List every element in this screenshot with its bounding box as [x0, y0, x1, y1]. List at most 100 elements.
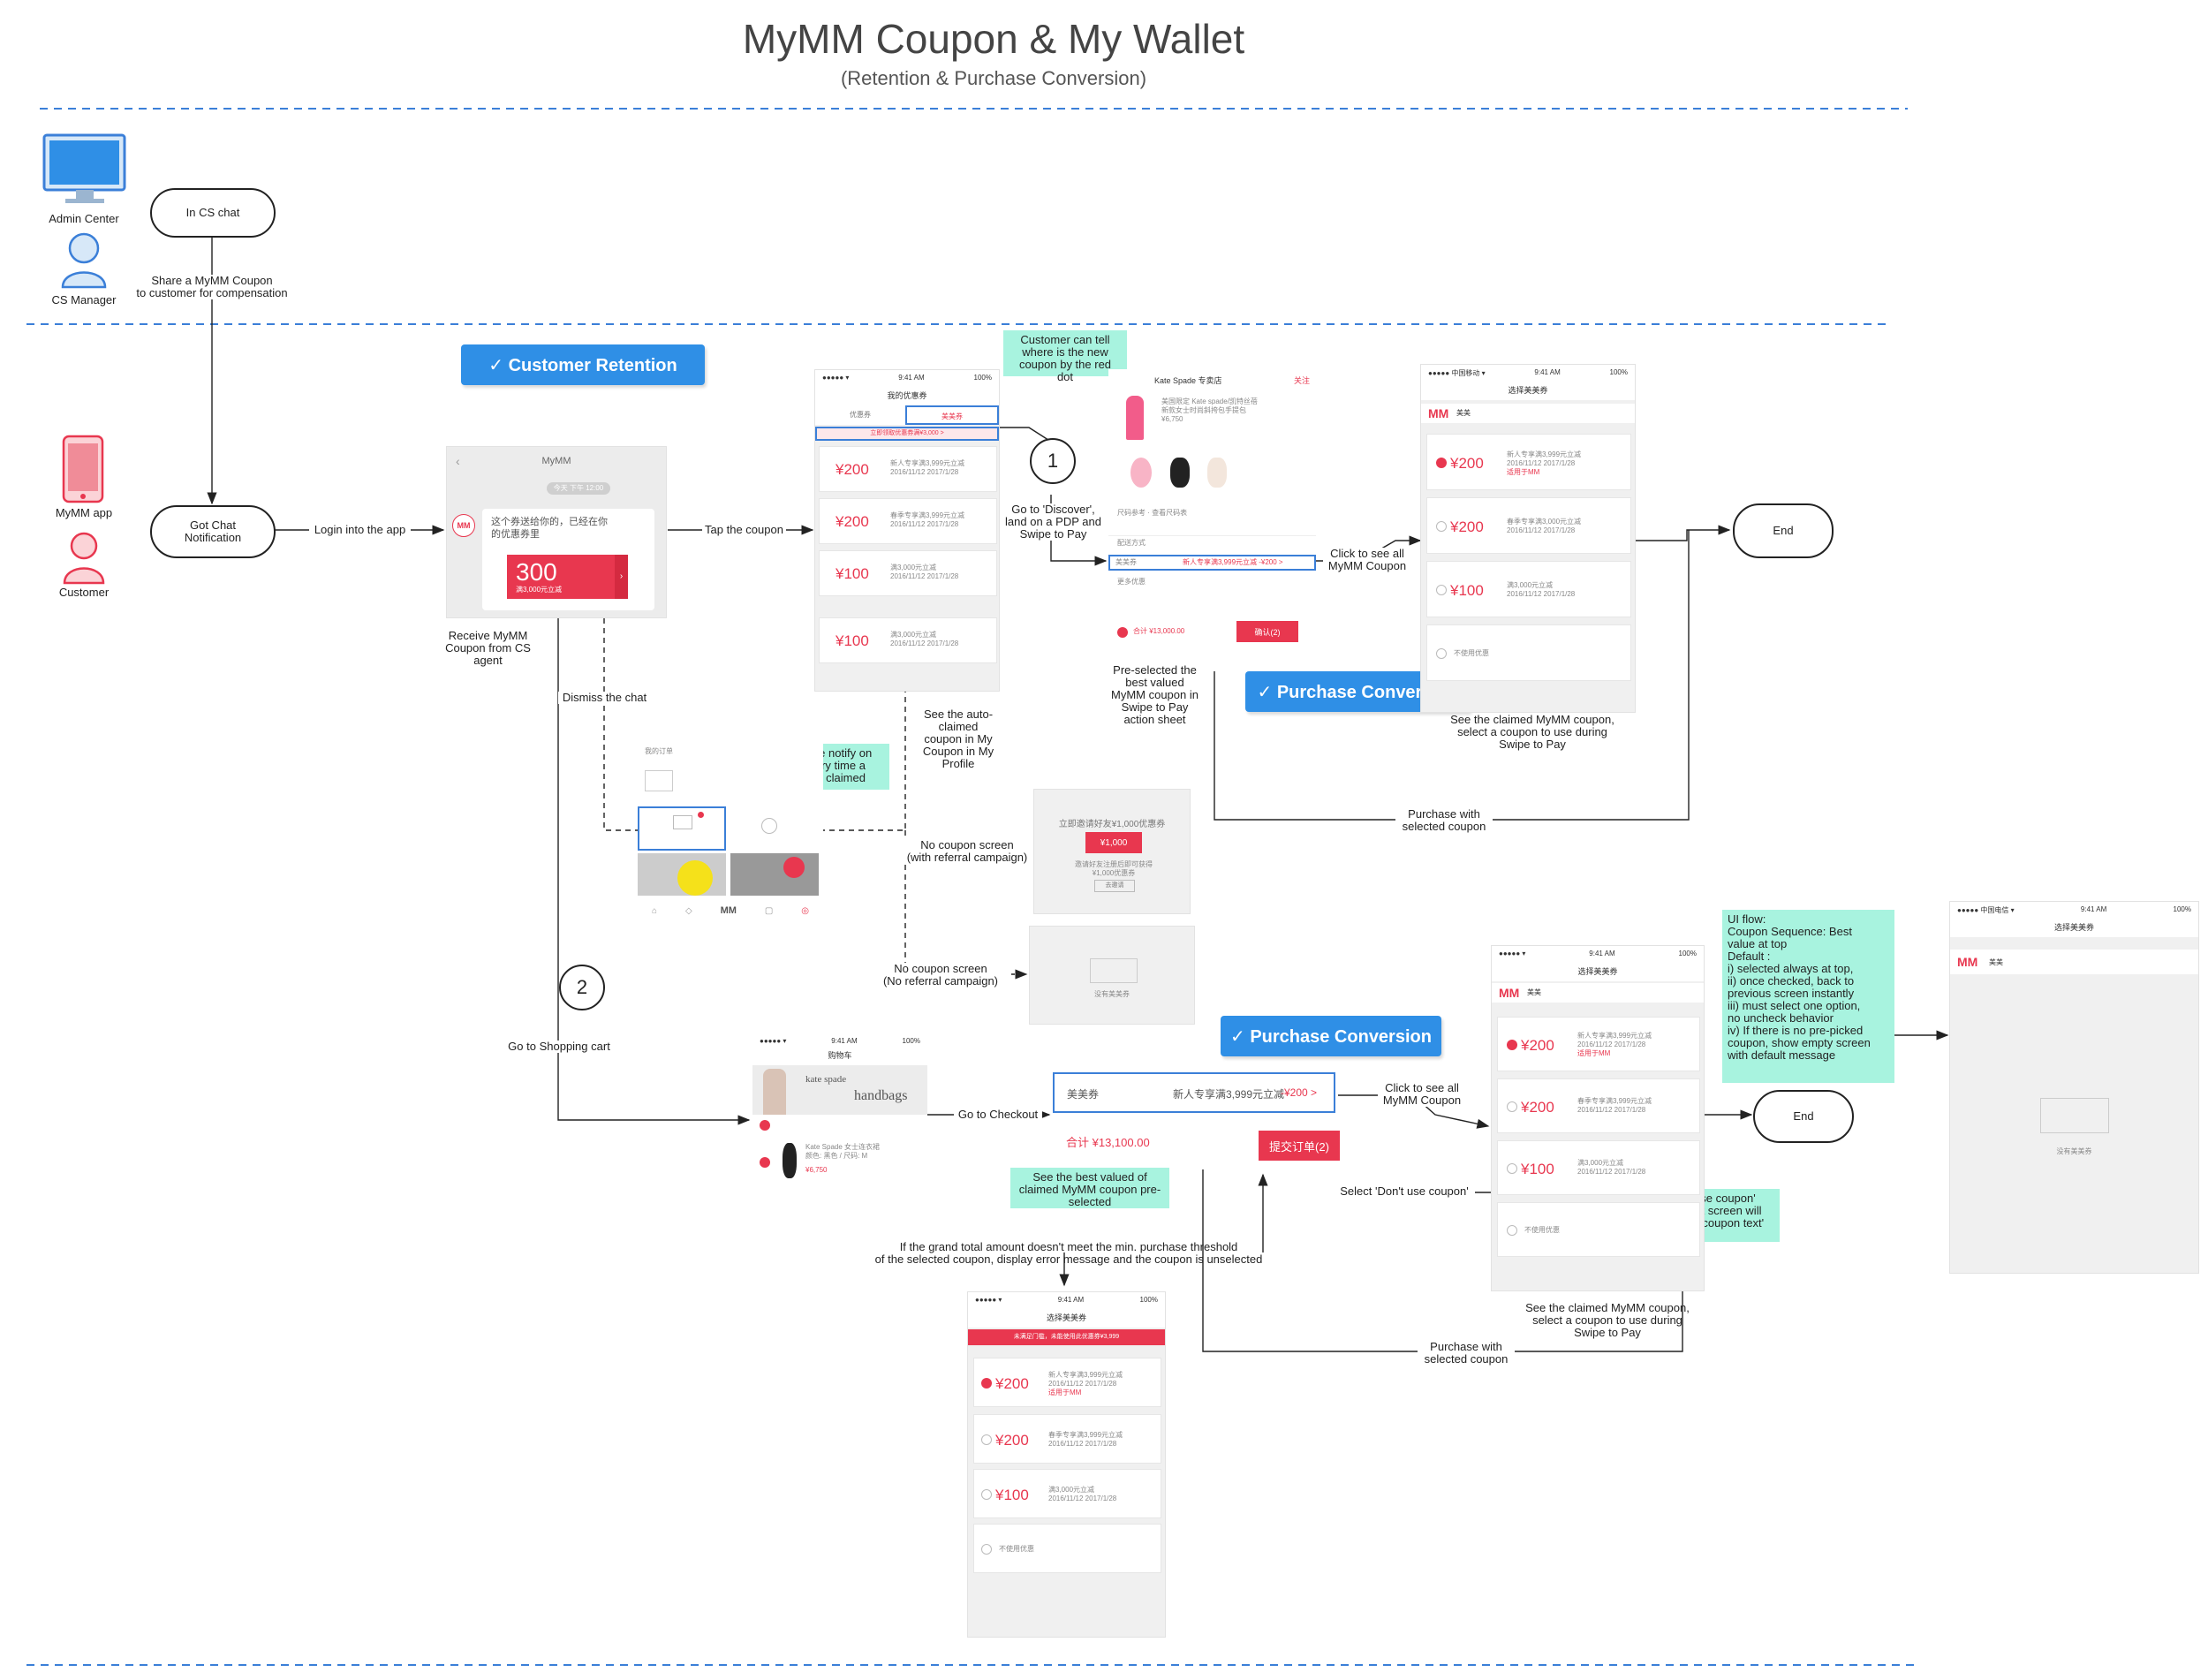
product-thumb[interactable]	[1207, 458, 1227, 488]
section-header: MM 美美	[1421, 404, 1635, 423]
cs-manager-label: CS Manager	[51, 293, 117, 306]
monitor-icon	[42, 133, 126, 204]
dont-use-coupon-option[interactable]: 不使用优惠	[973, 1524, 1161, 1573]
my-coupon-entry[interactable]	[638, 806, 726, 851]
radio-checked-icon[interactable]	[1117, 627, 1128, 638]
customer-label: Customer	[58, 586, 110, 599]
referral-amount: ¥1,000	[1085, 832, 1142, 853]
no-coupon-referral-label: No coupon screen (with referral campaign…	[896, 839, 1038, 864]
confirm-button[interactable]: 确认(2)	[1236, 621, 1298, 642]
purchase-conversion-banner-2: ✓ Purchase Conversion	[1221, 1016, 1441, 1056]
invite-button[interactable]: 去邀请	[1094, 880, 1135, 892]
share-coupon-label: Share a MyMM Coupon to customer for comp…	[124, 275, 300, 299]
my-profile-screen: 我的订单 ⌂ ◇ MM ▢ ◎	[638, 740, 823, 926]
promo-image	[638, 853, 726, 896]
end-node-1: End	[1733, 503, 1834, 558]
product-thumb[interactable]	[1170, 458, 1190, 488]
best-value-note: See the best valued of claimed MyMM coup…	[1010, 1168, 1169, 1208]
tap-coupon-label: Tap the coupon	[702, 524, 786, 536]
empty-coupon-icon	[2040, 1098, 2109, 1133]
empty-text: 没有美美券	[1094, 990, 1130, 998]
back-icon[interactable]: ‹	[456, 454, 460, 468]
mymm-avatar: MM	[452, 514, 475, 537]
chat-icon[interactable]: ▢	[764, 905, 774, 916]
in-cs-chat-node: In CS chat	[150, 188, 276, 238]
coupon-selector[interactable]: 美美券 新人专享满3,999元立减 -¥200 >	[1108, 555, 1316, 571]
claim-banner[interactable]: 立即领取优惠券满¥3,000 >	[815, 427, 999, 441]
coupon-card-300[interactable]: 300 满3,000元立减	[507, 555, 615, 599]
see-auto-claimed-label: See the auto- claimed coupon in My Coupo…	[922, 708, 994, 770]
section-header: MM 美美	[1950, 950, 2198, 974]
go-shopping-cart-label: Go to Shopping cart	[502, 1041, 616, 1053]
coupon-row-discount: -¥200 >	[1281, 1086, 1318, 1099]
nav-title: 选择美美券	[1492, 962, 1704, 981]
profile-icon[interactable]: ◎	[801, 905, 809, 916]
red-dot-note: Customer can tell where is the new coupo…	[1003, 330, 1127, 383]
dont-use-coupon-option[interactable]: 不使用优惠	[1497, 1202, 1700, 1257]
checkout-coupon-row[interactable]: 美美券 新人专享满3,999元立减 -¥200 >	[1053, 1072, 1335, 1113]
radio-checked-icon[interactable]	[760, 1120, 770, 1131]
tab-coupon[interactable]: 优惠券	[850, 411, 871, 419]
settings-icon[interactable]	[761, 818, 777, 834]
step-1-marker: 1	[1030, 438, 1076, 484]
coupon-row-label: 美美券	[1067, 1088, 1100, 1101]
discover-icon[interactable]: ◇	[684, 905, 692, 916]
coupon-tabs: 优惠券 美美券	[815, 405, 999, 425]
chat-timestamp: 今天 下午 12:00	[547, 482, 610, 495]
got-chat-notification-node: Got Chat Notification	[150, 505, 276, 558]
coupon-row-name: 新人专享满3,999元立减	[1173, 1088, 1285, 1101]
item-price: ¥6,750	[805, 1166, 828, 1174]
tab-bar: ⌂ ◇ MM ▢ ◎	[638, 897, 823, 924]
user-icon	[59, 232, 109, 289]
submit-order-button[interactable]: 提交订单(2)	[1259, 1131, 1340, 1161]
error-message-bar: 未满足门槛，未能使用此优惠券¥3,999	[968, 1329, 1165, 1345]
mymm-tab-icon[interactable]: MM	[720, 905, 737, 916]
product-thumb[interactable]	[1130, 458, 1152, 488]
end-node-2: End	[1753, 1090, 1854, 1143]
nav-title: 购物车	[752, 1046, 927, 1065]
nav-title: 选择美美券	[968, 1308, 1165, 1328]
go-discover-label: Go to 'Discover', land on a PDP and Swip…	[998, 503, 1108, 541]
product-image	[783, 1143, 797, 1178]
follow-button[interactable]: 关注	[1294, 376, 1311, 385]
nav-title: 选择美美券	[1950, 918, 2198, 937]
purchase-selected-label-1: Purchase with selected coupon	[1395, 808, 1493, 833]
radio-checked-icon[interactable]	[760, 1157, 770, 1168]
login-label: Login into the app	[309, 524, 411, 536]
dont-use-coupon-option[interactable]: 不使用优惠	[1426, 624, 1631, 681]
orders-icon[interactable]	[645, 770, 673, 791]
click-see-all-label-2: Click to see all MyMM Coupon	[1378, 1082, 1466, 1107]
tab-mymm-coupon[interactable]: 美美券	[905, 405, 999, 425]
no-coupon-referral-screen: 立即邀请好友¥1,000优惠券 ¥1,000 邀请好友注册后即可获得¥1,000…	[1033, 789, 1191, 914]
referral-title: 立即邀请好友¥1,000优惠券	[1058, 820, 1166, 829]
brand-banner: kate spade handbags	[752, 1065, 927, 1115]
home-icon[interactable]: ⌂	[651, 905, 658, 916]
chat-screen: ‹ MyMM 今天 下午 12:00 MM 这个券送给你的，已经在你 的优惠券里…	[446, 446, 667, 618]
purchase-selected-label-2: Purchase with selected coupon	[1418, 1341, 1515, 1366]
checkout-total: 合计 ¥13,100.00	[1066, 1136, 1150, 1149]
threshold-message-label: If the grand total amount doesn't meet t…	[874, 1240, 1263, 1266]
